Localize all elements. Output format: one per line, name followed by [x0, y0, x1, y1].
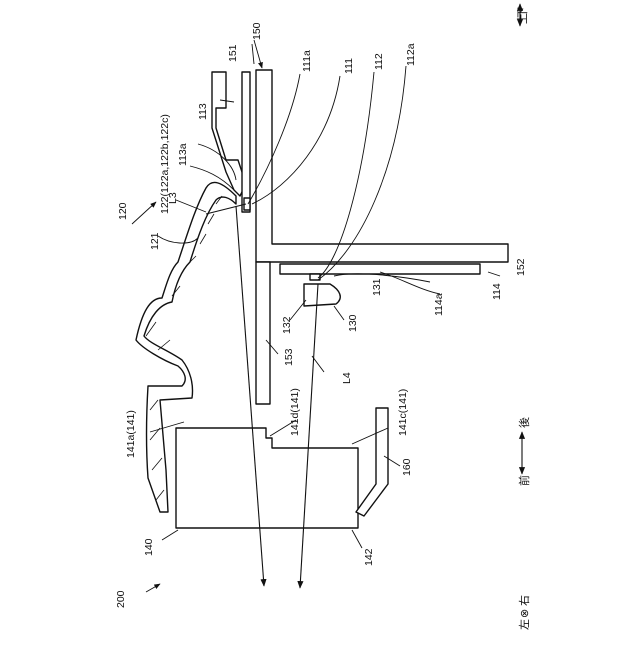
- direction-left-right: 左 ⊗ 右: [517, 595, 531, 630]
- label-141c: 141c(141): [397, 389, 409, 436]
- label-152: 152: [515, 258, 527, 276]
- label-160: 160: [401, 458, 413, 476]
- label-153: 153: [283, 348, 295, 366]
- direction-up-down: 上 下: [516, 4, 529, 26]
- label-114a: 114a: [433, 293, 445, 316]
- label-L3: L3: [167, 192, 179, 204]
- label-111a: 111a: [301, 50, 313, 72]
- dir-back-label: 後: [517, 417, 531, 428]
- secondary-lens-132: [304, 284, 340, 306]
- label-113a: 113a: [177, 143, 189, 166]
- dir-down-label: 下: [517, 7, 529, 18]
- label-114: 114: [491, 283, 503, 300]
- substrate-114: [280, 264, 480, 274]
- label-140: 140: [143, 538, 155, 556]
- label-132: 132: [281, 316, 293, 334]
- label-111: 111: [343, 58, 355, 74]
- plate-153: [256, 262, 270, 404]
- label-130: 130: [347, 314, 359, 332]
- direction-front-back: 前 後: [517, 417, 531, 486]
- dir-symbol-label: ⊗: [519, 609, 531, 618]
- label-120: 120: [117, 202, 129, 220]
- dir-front-label: 前: [517, 475, 531, 486]
- lens-140: [176, 428, 358, 528]
- label-112: 112: [373, 53, 385, 70]
- dir-left-label: 左: [518, 619, 531, 630]
- label-200: 200: [115, 590, 127, 608]
- label-112a: 112a: [405, 43, 417, 66]
- label-150: 150: [251, 22, 263, 40]
- board-151: [242, 72, 250, 212]
- ray-L4: [300, 284, 318, 588]
- label-151: 151: [227, 44, 239, 62]
- label-131: 131: [371, 278, 383, 296]
- label-113: 113: [197, 103, 209, 120]
- label-L4: L4: [341, 372, 353, 384]
- label-141d: 141d(141): [289, 388, 301, 436]
- label-121: 121: [149, 232, 161, 250]
- dir-right-label: 右: [517, 595, 531, 606]
- bezel-160: [356, 408, 388, 516]
- label-142: 142: [363, 548, 375, 566]
- label-141a: 141a(141): [125, 410, 137, 458]
